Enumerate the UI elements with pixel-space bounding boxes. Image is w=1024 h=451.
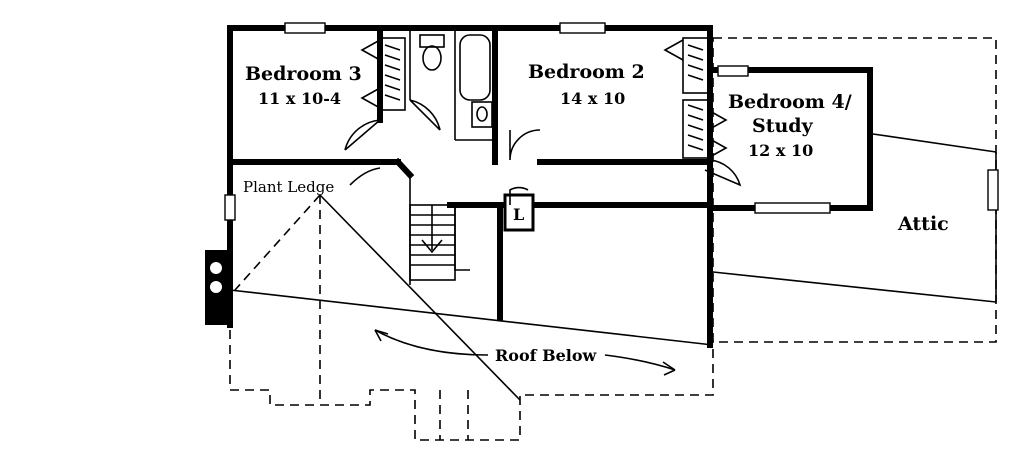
bathroom-fixtures <box>419 34 493 128</box>
bedroom-4-dims: 12 x 10 <box>748 141 813 160</box>
attic-window <box>987 169 999 211</box>
bedroom-3-dims: 11 x 10-4 <box>258 89 341 108</box>
attic-label: Attic <box>897 213 949 235</box>
bedroom-4-subtitle: Study <box>752 115 814 137</box>
bedroom-3-title: Bedroom 3 <box>245 63 362 85</box>
door-swings <box>344 99 742 205</box>
closets <box>360 37 728 159</box>
bedroom-2-title: Bedroom 2 <box>528 61 645 83</box>
bedroom-4-title: Bedroom 4/ <box>728 91 852 113</box>
roof-below-label: Roof Below <box>495 346 598 365</box>
bedroom-2-dims: 14 x 10 <box>560 89 625 108</box>
windows <box>224 22 831 221</box>
roof-below-outline <box>229 194 714 441</box>
stairs <box>409 204 470 281</box>
linen-closet-label: L <box>513 205 524 224</box>
plant-ledge-pointer <box>349 167 381 186</box>
plant-ledge-label: Plant Ledge <box>243 178 334 196</box>
roof-below-arrows <box>374 329 676 376</box>
attic-outline <box>712 37 999 343</box>
